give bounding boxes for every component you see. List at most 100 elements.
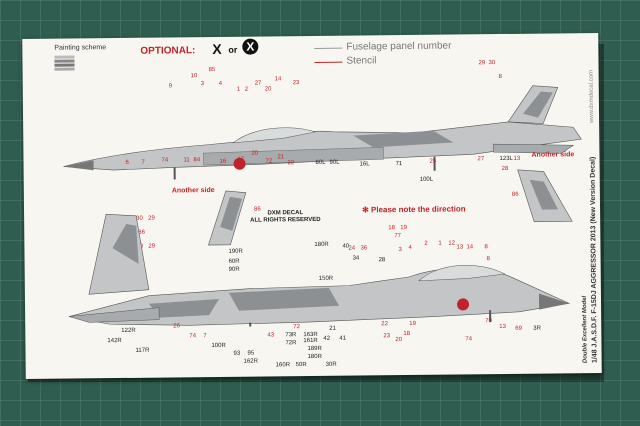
callout: 18	[403, 330, 411, 338]
stencil-number: 42	[323, 335, 331, 342]
callout: 14	[274, 76, 282, 83]
callout: 13	[499, 323, 506, 331]
panel-legend: Fuselage panel number	[346, 40, 452, 53]
callout: 27	[254, 80, 262, 87]
callout: 69	[515, 325, 523, 332]
stencil-number: 123L	[499, 155, 513, 163]
product-title: 1/48 J.A.S.D.F. F-15DJ AGGRESSOR 2013 (N…	[589, 156, 599, 364]
callout: 1	[438, 240, 442, 247]
right-tail-another-side	[517, 169, 573, 222]
panel-legend-line	[314, 47, 343, 49]
callout: 16	[219, 158, 227, 165]
stencil-number: 142R	[107, 337, 122, 345]
stencil-number: 3R	[533, 325, 541, 332]
bottom-aircraft-side-view	[69, 213, 571, 327]
left-tail-another-side	[207, 190, 247, 246]
callout: 77	[394, 233, 402, 240]
callout: 4	[218, 80, 223, 87]
callout: 70	[485, 318, 492, 325]
stencil-number: 180R	[314, 241, 329, 248]
website: www.dxmdecal.com	[588, 70, 596, 124]
stencil-number: 90L	[329, 159, 340, 166]
callout: 23	[292, 80, 300, 87]
callout: 12	[448, 240, 456, 247]
callout: 74	[189, 333, 197, 340]
callout: 22	[381, 321, 388, 328]
stencil-number: 117R	[135, 347, 150, 354]
callout: 17	[237, 156, 245, 163]
callout: 20	[251, 150, 259, 157]
decal-sheet: Painting scheme OPTIONAL: X or X Fuselag…	[22, 32, 602, 380]
brand-name: Double Excellent Model	[581, 295, 589, 364]
callout: 72	[265, 158, 273, 165]
callout: 19	[409, 320, 416, 327]
another-side-label-right: Another side	[531, 151, 575, 159]
stencil-legend: Stencil	[346, 55, 377, 67]
hinomaru-roundel	[457, 298, 470, 311]
stencil-number: 72R	[285, 340, 297, 347]
stencil-number: 122R	[121, 327, 136, 335]
callout: 7	[203, 333, 207, 340]
callout: 7	[141, 159, 145, 166]
stencil-number: 150R	[318, 275, 334, 282]
stencil-number: 16L	[359, 161, 370, 168]
stencil-number: 21	[329, 325, 337, 332]
painting-scheme-title: Painting scheme	[54, 44, 107, 52]
callout: 85	[208, 67, 216, 74]
optional-x-icon: X	[212, 40, 222, 58]
callout: 29	[478, 60, 486, 67]
stencil-number: 100L	[419, 176, 434, 183]
callout: 3	[398, 247, 402, 254]
callout: 86	[511, 191, 519, 198]
stencil-number: 50R	[295, 362, 307, 369]
callout: 11	[183, 157, 190, 164]
callout: 1	[236, 86, 241, 93]
callout: 20	[395, 337, 403, 344]
stencil-number: 95	[247, 350, 255, 357]
stencil-number: 80L	[315, 159, 326, 166]
callout: 25	[429, 158, 437, 165]
stencil-number: 190R	[228, 248, 243, 255]
callout: 3	[200, 81, 205, 88]
callout: 26	[173, 323, 180, 330]
stencil-number: 162R	[243, 358, 259, 365]
callout: 2	[424, 240, 428, 247]
top-aircraft-side-view	[63, 85, 582, 180]
stencil-number: 180R	[307, 353, 322, 361]
callout: 9	[168, 83, 173, 90]
stencil-number: 90R	[228, 266, 240, 273]
callout: 74	[465, 336, 473, 343]
painting-scheme-swatches	[54, 54, 75, 71]
callout: 14	[466, 244, 474, 251]
callout: 23	[383, 333, 391, 340]
optional-or: or	[228, 44, 238, 55]
stencil-number: 28	[378, 257, 386, 264]
callout: 8	[484, 244, 488, 251]
callout: 19	[400, 225, 407, 232]
hinomaru-roundel	[233, 157, 246, 170]
optional-x-circle-icon: X	[242, 38, 259, 55]
callout: 4	[408, 244, 412, 251]
callout: 20	[264, 86, 272, 93]
callout: 13	[513, 155, 521, 162]
callout: 13	[456, 244, 464, 251]
callout: 10	[190, 73, 198, 80]
callout: 43	[267, 332, 275, 339]
stencil-number: 160R	[275, 362, 291, 369]
stencil-number: 189R	[307, 345, 322, 353]
stencil-number: 93	[233, 350, 241, 357]
callout: 30	[488, 60, 496, 67]
callout: 84	[193, 157, 201, 164]
callout: 8	[498, 74, 503, 81]
stencil-number: 161R	[303, 337, 318, 345]
callout: 2	[244, 86, 249, 93]
callout: 74	[161, 157, 169, 164]
callout: 36	[360, 245, 368, 252]
stencil-number: 73R	[285, 332, 297, 339]
stencil-number: 100R	[211, 342, 226, 350]
callout: 6	[125, 159, 129, 166]
stencil-legend-line	[314, 61, 343, 63]
callout: 18	[388, 225, 395, 232]
callout: 72	[293, 324, 300, 331]
callout: 22	[287, 160, 295, 167]
